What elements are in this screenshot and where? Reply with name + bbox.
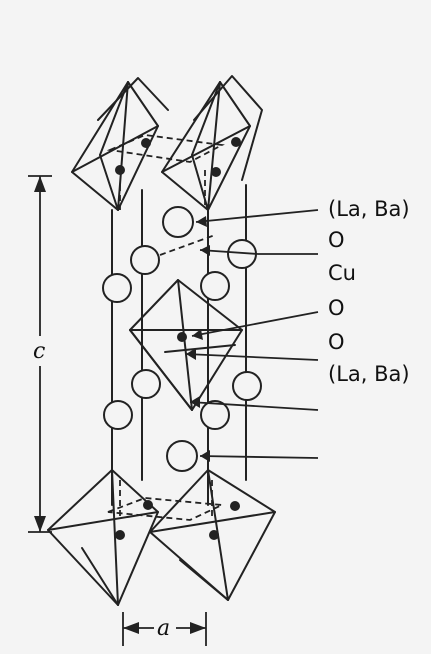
- label-la-ba-bottom: (La, Ba): [328, 362, 410, 386]
- label-o-1: O: [328, 228, 345, 252]
- octahedron-top-back-right: [193, 75, 263, 181]
- cu-atoms: [115, 137, 241, 540]
- c-axis-label: c: [33, 339, 45, 364]
- octahedron-bottom-left: [47, 469, 159, 606]
- a-axis-label: a: [157, 616, 170, 641]
- label-cu: Cu: [328, 261, 356, 285]
- label-o-2: O: [328, 296, 345, 320]
- octahedron-top-back-left: [97, 77, 169, 121]
- octahedron-middle: [129, 279, 243, 411]
- label-o-3: O: [328, 330, 345, 354]
- dashed-plane-top: [106, 134, 225, 163]
- open-atoms: [102, 206, 262, 472]
- label-la-ba-top: (La, Ba): [328, 197, 410, 221]
